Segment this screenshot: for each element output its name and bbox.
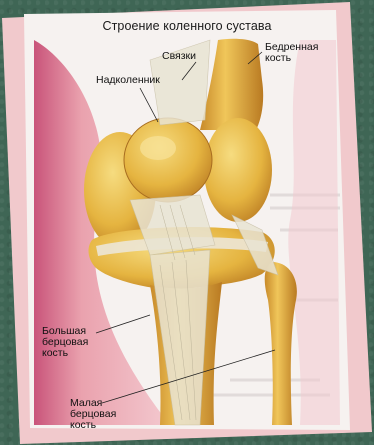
label-fibula: Малая берцовая кость <box>70 398 116 431</box>
diagram-title: Строение коленного сустава <box>0 19 374 33</box>
patella <box>124 118 212 202</box>
label-ligaments: Связки <box>162 51 196 62</box>
label-tibia: Большая берцовая кость <box>42 326 88 359</box>
label-femur: Бедренная кость <box>265 42 318 64</box>
label-patella: Надколенник <box>96 75 160 86</box>
patella-highlight <box>140 136 176 160</box>
femur-condyle-lateral <box>204 118 272 222</box>
